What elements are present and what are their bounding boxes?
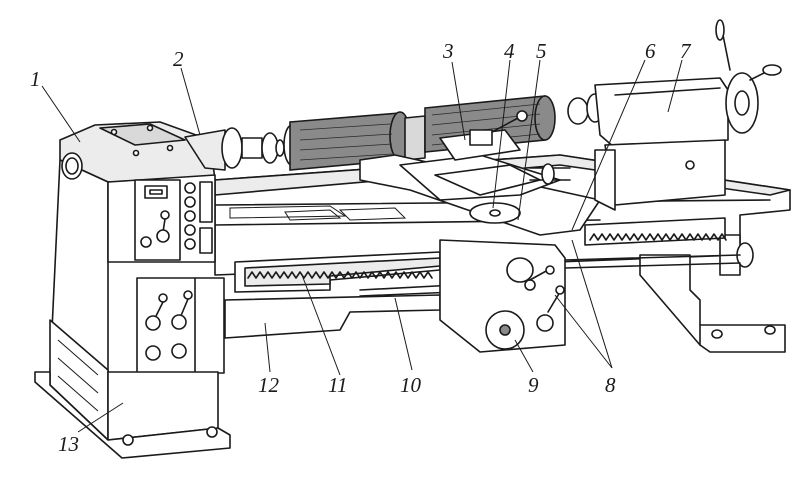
rack-right (584, 217, 727, 246)
left-base (34, 319, 231, 459)
callout-2: 2 (173, 47, 184, 71)
leader-13 (77, 402, 124, 433)
headstock (49, 121, 216, 373)
leader-12 (264, 322, 271, 373)
leader-11 (301, 274, 341, 376)
callout-9: 9 (528, 373, 539, 397)
leader-3 (451, 61, 466, 141)
leader-8b (571, 239, 613, 369)
callout-11: 11 (328, 373, 347, 397)
callout-13: 13 (58, 432, 79, 456)
callout-4: 4 (504, 39, 515, 63)
spindle (184, 124, 301, 171)
callout-5: 5 (536, 39, 547, 63)
leader-2 (180, 67, 201, 136)
callout-12: 12 (258, 373, 280, 397)
callout-1: 1 (30, 67, 41, 91)
leader-5 (517, 59, 541, 221)
leader-1 (41, 85, 81, 143)
leader-9 (514, 339, 534, 373)
leader-6 (571, 59, 646, 231)
feed-rod (564, 254, 741, 269)
callout-10: 10 (400, 373, 422, 397)
callout-7: 7 (680, 39, 692, 63)
leader-10 (394, 297, 413, 371)
bed-guides (229, 205, 407, 221)
tailstock (567, 19, 782, 211)
callout-8: 8 (605, 373, 616, 397)
callout-6: 6 (645, 39, 656, 63)
callout-3: 3 (442, 39, 454, 63)
gearbox-panel (136, 277, 225, 374)
callout-labels: 1 2 3 4 5 6 7 8 9 10 11 12 13 (30, 39, 692, 456)
carriage (359, 110, 601, 236)
leader-lines (41, 59, 683, 433)
leader-7 (667, 59, 683, 113)
leader-4 (492, 59, 511, 209)
leader-8a (554, 294, 613, 369)
apron (439, 239, 566, 353)
